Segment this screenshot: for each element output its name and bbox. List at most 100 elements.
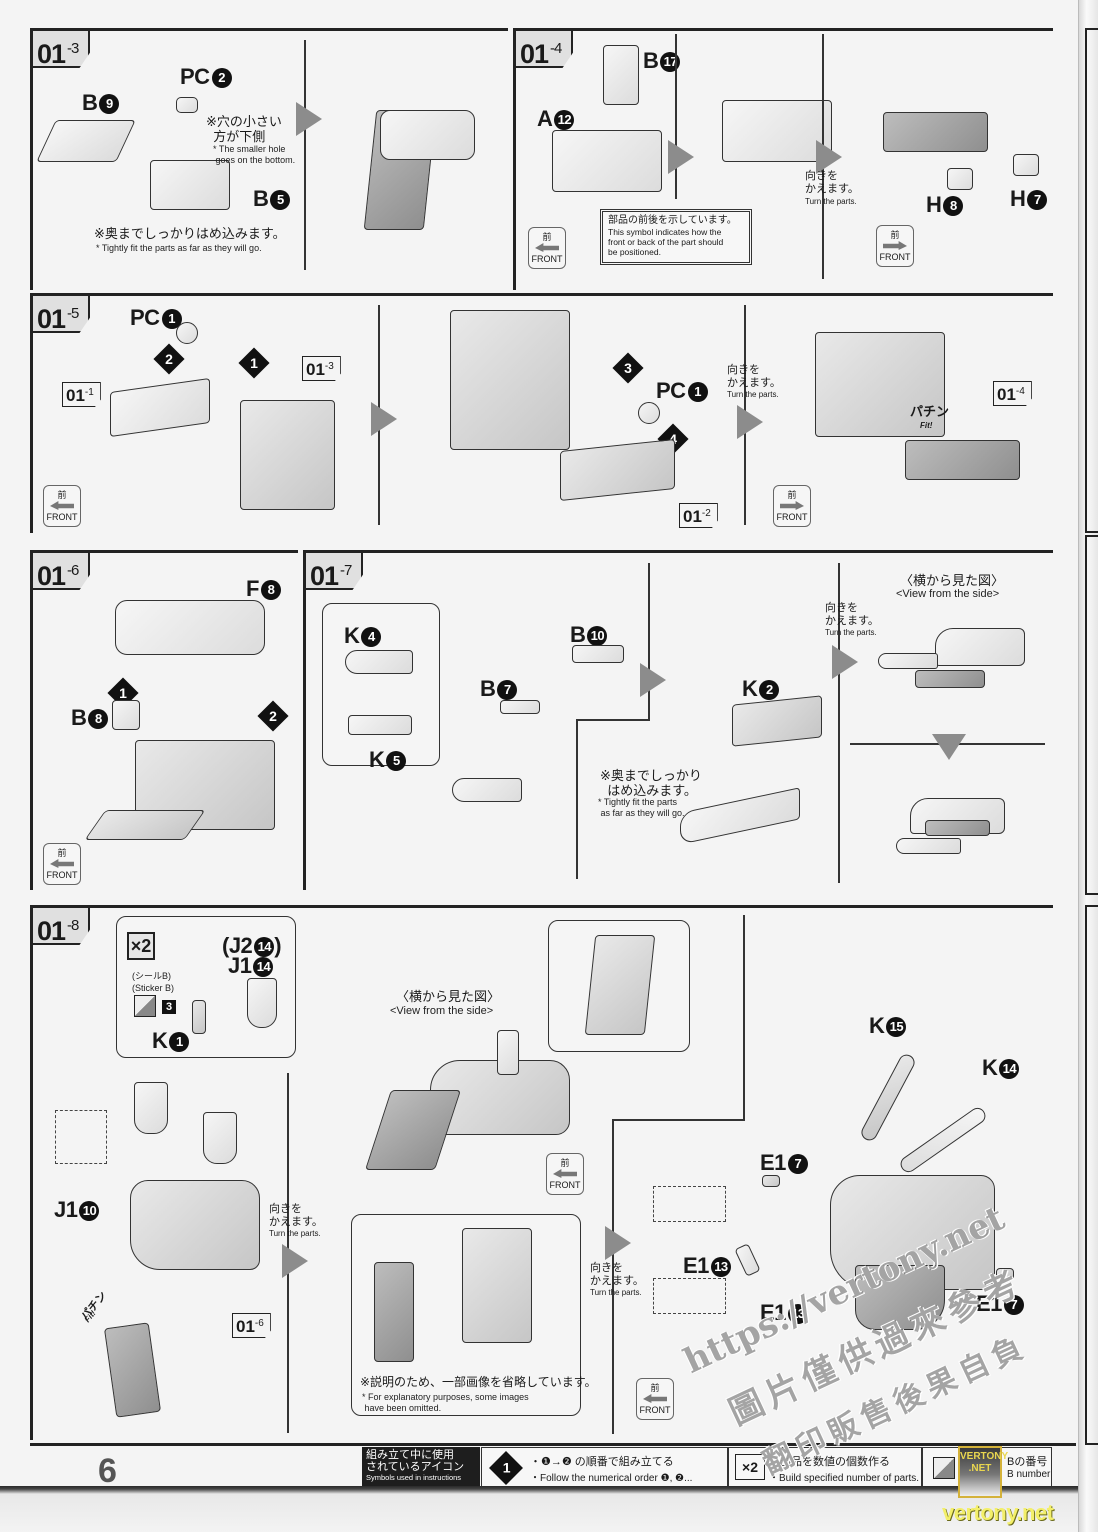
- detail-j1-10-box: [55, 1110, 107, 1164]
- step-tag: 01-7: [303, 550, 364, 590]
- omitted-detail-right-drawing: [462, 1228, 532, 1343]
- fit-label-jp: パチン: [910, 404, 950, 419]
- side-view-title-jp: 〈横から見た図〉: [396, 989, 501, 1004]
- part-b10-drawing: [572, 645, 624, 663]
- front-symbol-note: 部品の前後を示しています。 This symbol indicates how …: [600, 209, 752, 265]
- turn-parts-jp: 向きをかえます。: [269, 1203, 323, 1228]
- part-j1-drawing: [247, 978, 277, 1028]
- vertony-site-text: vertony.net: [942, 1500, 1054, 1525]
- note-small-hole-jp: ※穴の小さい 方が下側: [206, 114, 282, 144]
- legend-order-jp: ・❶→❷ の順番で組み立てる: [530, 1456, 674, 1468]
- turn-parts-en: Turn the parts.: [269, 1229, 321, 1238]
- note-fit-jp: ※奥までしっかり はめ込みます。: [600, 768, 702, 798]
- side-view-before-drawing: [935, 628, 1025, 666]
- assembled-01-5-drawing: [815, 332, 945, 437]
- note-fit-jp: ※奥までしっかりはめ込みます。: [94, 226, 286, 241]
- part-h7-drawing: [1013, 154, 1039, 176]
- side-view-title-jp: 〈横から見た図〉: [900, 573, 1005, 588]
- build-count-icon: ×2: [735, 1454, 765, 1480]
- step-tag: 01-5: [30, 293, 91, 333]
- step-01-4: 01-4: [513, 28, 1053, 290]
- part-f8-drawing: [115, 600, 265, 655]
- part-k5-drawing: [348, 715, 412, 735]
- order-marker-3: 3: [612, 352, 644, 384]
- next-step-arrow: [282, 1244, 308, 1278]
- result-arrow: [932, 734, 966, 760]
- part-01-3-pc-drawing: [450, 310, 570, 450]
- part-k4-drawing: [345, 650, 413, 674]
- omitted-detail-left-drawing: [374, 1262, 414, 1362]
- spikes-drawing: [84, 810, 206, 840]
- note-fit-en: * Tightly fit the parts as far as they w…: [96, 243, 262, 253]
- divider: [838, 563, 840, 883]
- legend-order: 1 ・❶→❷ の順番で組み立てる ・Follow the numerical o…: [481, 1447, 728, 1487]
- legend-build-jp: ・部品を数値の個数作る: [769, 1456, 890, 1468]
- legend-sticker-en: B number: [1007, 1469, 1051, 1480]
- part-b7-drawing: [500, 700, 540, 714]
- detail-e1-13-bottom-box: [653, 1278, 726, 1314]
- step-tag: 01-6: [30, 550, 91, 590]
- turn-parts-en: Turn the parts.: [805, 197, 857, 206]
- sticker-label-en: (Sticker B): [132, 983, 175, 993]
- step-01-7: 01-7: [303, 550, 1053, 890]
- side-detail-drawing: [584, 935, 656, 1035]
- part-k1-drawing: [192, 1000, 206, 1034]
- final-lower-drawing: [855, 1265, 945, 1330]
- ref-label-01-4: 01-4: [993, 381, 1032, 406]
- part-h8-drawing: [947, 168, 973, 190]
- turn-parts-jp: 向きをかえます。: [805, 170, 859, 195]
- part-b17-drawing: [603, 45, 639, 105]
- part-pc1-drawing: [176, 322, 198, 344]
- part-pc1-drawing: [638, 402, 660, 424]
- divider: [612, 1119, 745, 1121]
- turn-parts-jp: 向きをかえます。: [825, 602, 879, 627]
- footer-rule: [30, 1443, 1076, 1446]
- part-a12-b17-drawing: [722, 100, 832, 162]
- ref-label-01-2: 01-2: [679, 503, 718, 528]
- turn-parts-en: Turn the parts.: [590, 1288, 642, 1297]
- part-e1-7-drawing: [762, 1175, 780, 1187]
- divider: [743, 915, 745, 1120]
- note-small-hole-en: * The smaller hole goes on the bottom.: [213, 144, 296, 165]
- note-fit-en: * Tightly fit the parts as far as they w…: [598, 797, 685, 818]
- turn-parts-en: Turn the parts.: [825, 628, 877, 637]
- detail-e1-13-top-box: [653, 1186, 726, 1222]
- side-view-after-k2-drawing: [925, 820, 990, 836]
- part-01-3-drawing: [240, 400, 335, 510]
- step-01-8: 01-8: [30, 905, 1053, 1440]
- divider: [675, 34, 677, 199]
- step-tag: 01-3: [30, 28, 91, 68]
- legend-title: 組み立て中に使用 されているアイコン Symbols used in instr…: [362, 1447, 480, 1487]
- page-bottom-edge: [0, 1486, 1078, 1532]
- assembled-body-drawing: [130, 1180, 260, 1270]
- next-step-arrow: [605, 1226, 631, 1260]
- sticker-icon: [134, 995, 156, 1017]
- fit-label-en: Fit!: [920, 421, 933, 430]
- part-pc2-drawing: [176, 97, 198, 113]
- step-01-5: 01-5: [30, 293, 1053, 533]
- next-step-arrow: [832, 645, 858, 679]
- part-e1-7-drawing: [996, 1268, 1014, 1280]
- callout-k4-k5: [322, 603, 440, 766]
- ref-label-01-6: 01-6: [232, 1313, 271, 1338]
- sticker-number: 3: [162, 1000, 176, 1014]
